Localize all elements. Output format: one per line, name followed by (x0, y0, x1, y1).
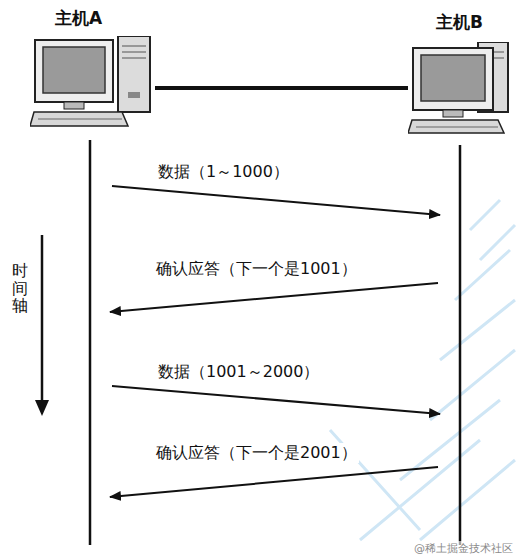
watermark-strokes (330, 200, 515, 540)
computer-icon (408, 42, 513, 136)
host-label: 主机B (436, 12, 483, 32)
host-computer: 主机A (30, 8, 155, 130)
message-arrow (112, 386, 440, 414)
axis-label: 时间轴 (12, 262, 28, 315)
message-arrow (112, 186, 440, 215)
timeline-a (89, 140, 92, 545)
message-arrow (110, 467, 438, 497)
message-arrow (110, 283, 438, 312)
time-axis-head (35, 400, 49, 416)
computer-icon (30, 36, 155, 130)
message-label: 确认应答（下一个是2001） (154, 443, 359, 463)
host-computer: 主机B (408, 12, 513, 134)
network-cable (155, 86, 408, 90)
message-label: 数据（1001～2000） (156, 362, 321, 382)
host-label: 主机A (55, 8, 102, 28)
message-label: 确认应答（下一个是1001） (154, 259, 359, 279)
timeline-b (459, 145, 462, 545)
message-label: 数据（1～1000） (156, 162, 291, 182)
watermark-text: @稀土掘金技术社区 (414, 541, 513, 556)
time-axis-arrow (41, 235, 44, 402)
